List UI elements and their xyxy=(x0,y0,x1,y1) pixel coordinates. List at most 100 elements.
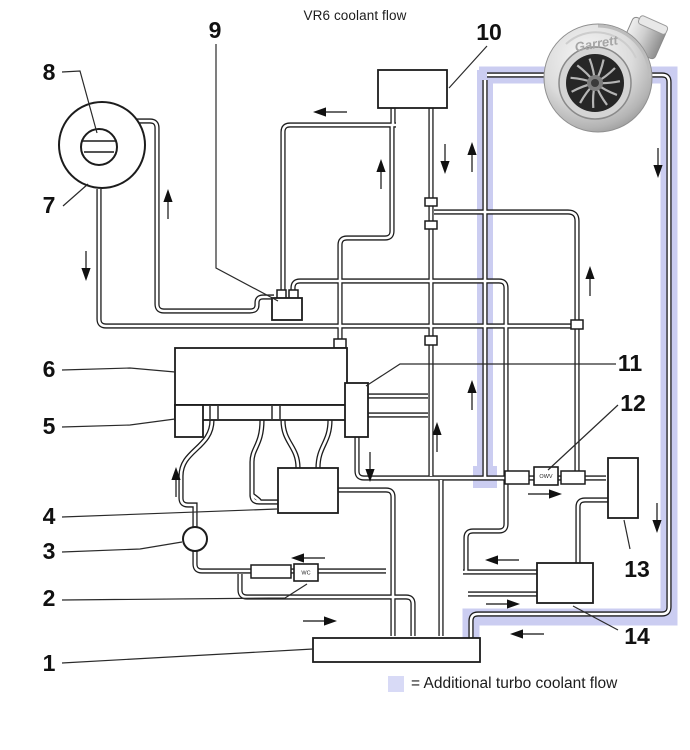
arrow-head xyxy=(510,629,523,639)
leader-lines-layer xyxy=(61,44,631,664)
leader-line-5 xyxy=(61,418,176,428)
leader-line-13 xyxy=(623,519,631,550)
callout-number-9: 9 xyxy=(209,17,222,43)
leader-line-11 xyxy=(365,363,616,387)
turbo-reservoir-box xyxy=(607,457,639,519)
arrow-head xyxy=(585,266,595,279)
arrow-head xyxy=(291,553,304,563)
arrow-head xyxy=(365,469,375,482)
coupling xyxy=(570,319,584,330)
fittings-layer xyxy=(250,197,586,579)
flow-arrow-left xyxy=(510,629,544,639)
callout-number-13: 13 xyxy=(624,556,650,582)
components-layer: OWV WC xyxy=(58,69,639,663)
flow-arrow-down xyxy=(652,503,662,533)
leader-line-12 xyxy=(547,404,619,471)
one-way-valve xyxy=(533,466,559,486)
radiator-return-line-outline xyxy=(237,574,416,636)
arrow-head xyxy=(163,189,173,202)
callout-number-6: 6 xyxy=(43,356,56,382)
flow-arrow-down xyxy=(440,144,450,174)
callout-number-14: 14 xyxy=(624,623,650,649)
legend: = Additional turbo coolant flow xyxy=(388,675,617,693)
turbo-hub-nut xyxy=(591,79,599,87)
flow-arrow-right xyxy=(303,616,337,626)
turbo-scroll-line xyxy=(597,24,652,79)
leader-line-2 xyxy=(61,583,308,601)
arrow-head xyxy=(653,165,663,178)
turbo-scroll-line-2 xyxy=(565,31,637,59)
legend-text: = Additional turbo coolant flow xyxy=(411,675,618,692)
coupling xyxy=(424,197,438,207)
flow-arrow-up xyxy=(467,380,477,410)
tank-to-bleeder-loop xyxy=(115,119,274,313)
flow-arrow-right xyxy=(486,599,520,609)
one-way-valve-marking: OWV xyxy=(539,474,552,480)
arrow-head xyxy=(432,422,442,435)
leader-line-7 xyxy=(62,183,89,207)
callout-number-4: 4 xyxy=(43,503,56,529)
tank-overflow-to-lower-rail xyxy=(97,189,574,328)
turbocharger-photo: Garrett xyxy=(543,15,669,133)
aux-valve-marking: WC xyxy=(301,571,310,577)
arrow-head xyxy=(324,616,337,626)
oil-cooler-left-feed-outline xyxy=(249,419,280,505)
flow-arrow-up xyxy=(467,142,477,172)
inline-hose xyxy=(250,564,292,579)
arrow-head xyxy=(652,520,662,533)
callout-number-1: 1 xyxy=(43,650,56,676)
bleeder-valve-box xyxy=(271,297,303,321)
leader-line-8 xyxy=(61,70,98,134)
flow-arrows-layer xyxy=(81,107,663,639)
oil-cooler-outlet-down-outline xyxy=(338,487,396,636)
arrow-head xyxy=(81,268,91,281)
heat-exchanger-box xyxy=(536,562,594,604)
engine-top-feed-outline xyxy=(337,124,395,347)
pipe-inner-layer xyxy=(97,73,671,640)
arrow-head xyxy=(549,489,562,499)
coupling xyxy=(504,470,530,485)
oil-cooler-top-feed-1 xyxy=(281,419,300,469)
cylinder-head-box xyxy=(174,347,348,406)
turbo-loop-pipe xyxy=(469,73,671,640)
leader-line-6 xyxy=(61,367,176,373)
leader-line-9 xyxy=(215,44,279,302)
legend-highlight-swatch xyxy=(388,676,404,692)
oil-cooler-outlet-down xyxy=(338,488,395,636)
heater-return-horizontal xyxy=(281,106,396,296)
arrow-head xyxy=(171,467,181,480)
pump-feed-s-bend xyxy=(179,419,214,528)
callout-number-7: 7 xyxy=(43,192,56,218)
diagram-title: VR6 coolant flow xyxy=(303,8,407,23)
reservoir-to-heat-exchanger xyxy=(576,498,608,565)
flow-arrow-up xyxy=(376,159,386,189)
flow-arrow-up xyxy=(171,467,181,497)
right-loop-upper xyxy=(434,210,579,476)
flow-arrow-down xyxy=(81,251,91,281)
arrow-head xyxy=(440,161,450,174)
arrow-head xyxy=(467,142,477,155)
pump-outlet-line xyxy=(193,550,386,573)
callout-number-8: 8 xyxy=(43,59,56,85)
oil-cooler-box xyxy=(277,467,339,514)
oil-cooler-top-feed-2 xyxy=(316,419,332,469)
flow-arrow-left xyxy=(291,553,325,563)
flow-arrow-left xyxy=(313,107,347,117)
arrow-head xyxy=(485,555,498,565)
callout-number-3: 3 xyxy=(43,538,56,564)
coolant-distributor-box xyxy=(344,382,369,438)
flow-arrow-up xyxy=(163,189,173,219)
leader-line-14 xyxy=(572,605,619,631)
callout-number-12: 12 xyxy=(620,390,646,416)
callout-number-11: 11 xyxy=(618,350,643,376)
radiator-box xyxy=(312,637,481,663)
crossover-rail xyxy=(355,437,606,480)
turbo-image: Garrett xyxy=(543,15,669,133)
leader-line-3 xyxy=(61,541,183,553)
flow-arrow-up xyxy=(585,266,595,296)
callout-number-5: 5 xyxy=(43,413,56,439)
engine-top-feed xyxy=(338,124,394,347)
